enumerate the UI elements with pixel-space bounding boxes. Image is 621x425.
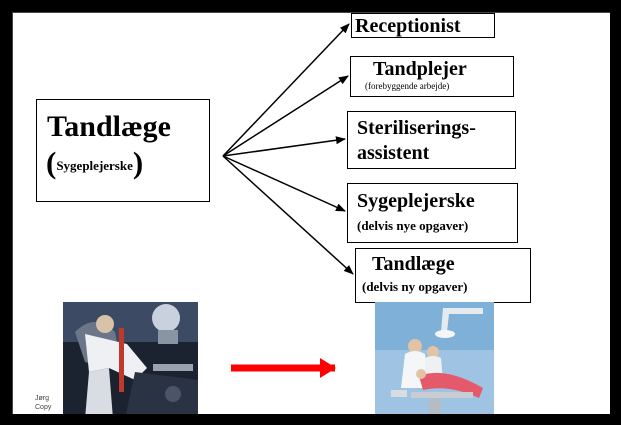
role-title: Receptionist [355, 15, 461, 37]
credit-line-1: Jørg [35, 395, 49, 402]
arrow-to-tandlaege [222, 155, 354, 275]
main-role-title: Tandlæge [47, 110, 171, 143]
role-box-receptionist: Receptionist [351, 13, 495, 38]
slide: Tandlæge (Sygeplejerske) Receptionist Ta… [12, 12, 610, 414]
arrow-to-tandplejer [222, 75, 349, 157]
arrow-to-sygeplejerske [222, 155, 346, 212]
role-note: (delvis ny opgaver) [362, 279, 468, 294]
main-role-box: Tandlæge (Sygeplejerske) [36, 99, 210, 202]
role-box-sygeplejerske: Sygeplejerske (delvis nye opgaver) [347, 183, 518, 243]
close-paren: ) [132, 145, 144, 180]
copyright-credit: Jørg Copy [35, 394, 51, 412]
main-role-subtitle: (Sygeplejerske) [46, 147, 143, 178]
role-title: Tandlæge [372, 253, 455, 275]
role-box-tandlaege: Tandlæge (delvis ny opgaver) [355, 248, 531, 303]
credit-line-2: Copy [35, 404, 52, 411]
role-note: (delvis nye opgaver) [357, 218, 469, 233]
role-title-line1: Steriliserings- [357, 117, 476, 139]
role-box-tandplejer: Tandplejer (forebyggende arbejde) [350, 56, 514, 97]
role-title-line2: assistent [357, 142, 430, 164]
open-paren: ( [46, 145, 57, 180]
connector-arrows [222, 23, 354, 378]
modern-dental-photo [375, 302, 494, 414]
role-title: Tandplejer [373, 58, 467, 80]
main-role-sub-text: Sygeplejerske [56, 158, 133, 173]
role-note: (forebyggende arbejde) [365, 81, 450, 91]
arrow-to-sterilisering [222, 136, 346, 157]
role-box-sterilisering: Steriliserings- assistent [347, 111, 516, 169]
old-dental-photo [63, 302, 198, 414]
arrow-to-receptionist [222, 23, 350, 157]
role-title: Sygeplejerske [357, 190, 475, 212]
